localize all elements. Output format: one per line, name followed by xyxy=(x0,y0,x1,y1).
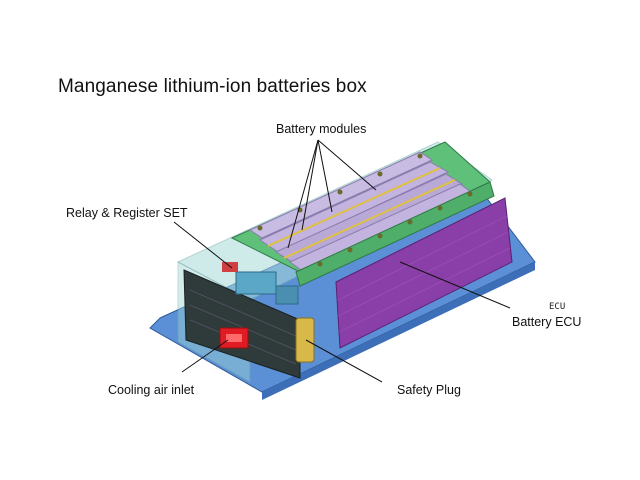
diagram-title: Manganese lithium-ion batteries box xyxy=(58,76,367,97)
wiring-strips xyxy=(267,167,456,259)
safety-plug xyxy=(295,317,315,363)
label-battery-ecu: Battery ECU xyxy=(512,315,582,329)
label-safety-plug: Safety Plug xyxy=(397,383,461,397)
front-end-block xyxy=(183,269,301,379)
label-ecu-small: ECU xyxy=(549,302,566,312)
relay-component xyxy=(235,271,277,295)
leader-lines xyxy=(173,139,511,383)
frame-bolts xyxy=(257,153,473,267)
label-cooling-air-inlet: Cooling air inlet xyxy=(108,383,195,397)
label-battery-modules: Battery modules xyxy=(276,122,367,136)
label-relay-register: Relay & Register SET xyxy=(66,206,188,220)
